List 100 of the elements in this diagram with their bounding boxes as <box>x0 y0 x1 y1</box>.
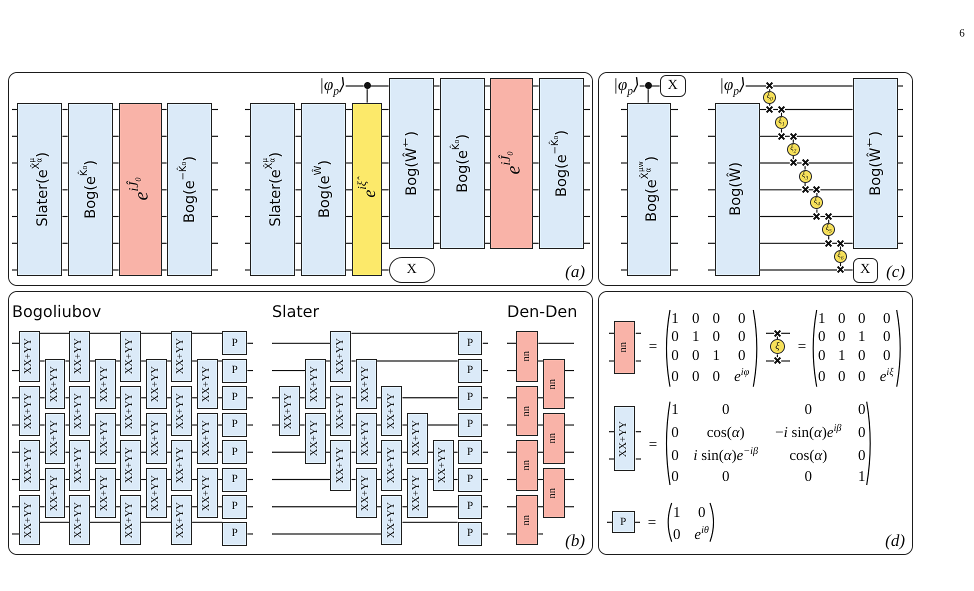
gate-box <box>278 386 300 436</box>
cross-icon <box>837 240 844 246</box>
panel-label: (c) <box>886 262 905 282</box>
gate-label: ξ$_{6}$ <box>837 250 844 262</box>
matrix-entry: 0 <box>882 328 890 346</box>
gate-label: XX+YY <box>200 474 214 512</box>
gate-label: X <box>859 261 872 279</box>
circuit-wire <box>116 506 120 508</box>
circuit-wire <box>454 452 458 453</box>
swap-link-line <box>769 104 770 106</box>
matrix-entry: 0 <box>858 424 866 442</box>
gate-label: P <box>230 444 239 460</box>
matrix-entry: 0 <box>882 310 890 328</box>
gate-box <box>95 413 116 464</box>
matrix-entry: 0 <box>818 328 826 346</box>
circuit-wire <box>428 424 458 426</box>
gate-box <box>352 102 382 276</box>
circuit-wire <box>773 85 853 87</box>
gate-box <box>17 102 62 276</box>
gate-label: XX+YY <box>149 364 162 403</box>
circuit-wire <box>218 506 222 508</box>
gate-box <box>433 440 454 491</box>
circuit-wire <box>382 189 389 190</box>
gate-label: P <box>230 526 239 542</box>
gate-label: XX+YY <box>174 337 188 376</box>
gate-box <box>171 440 192 491</box>
matrix-entry: 0 <box>671 328 679 346</box>
circuit-wire <box>141 452 146 453</box>
circuit-wire <box>141 332 172 334</box>
gate-label: XX+YY <box>149 474 162 512</box>
matrix-entry: 1 <box>818 310 826 328</box>
matrix-entry: 0 <box>712 368 720 386</box>
matrix-entry: 0 <box>672 526 680 544</box>
gate-label: Bog(Ŵ) <box>726 161 746 218</box>
gate-label: nn <box>546 378 560 390</box>
gate-box <box>222 494 247 519</box>
circuit-wire <box>62 136 68 137</box>
gate-label: XX+YY <box>22 446 36 485</box>
circuit-wire <box>346 242 352 244</box>
gate-box <box>120 440 142 491</box>
matrix-entry: 0 <box>818 368 826 386</box>
gate-box <box>614 321 636 374</box>
gate-box <box>304 358 326 410</box>
gate-box <box>171 331 192 382</box>
gate-label: XX+YY <box>334 392 347 430</box>
matrix-entry: 0 <box>738 346 746 365</box>
circuit-wire <box>112 242 119 244</box>
gate-box <box>388 78 434 249</box>
circuit-wire <box>40 397 45 398</box>
circuit-wire <box>65 506 69 508</box>
gate-label: XX+YY <box>48 474 61 512</box>
gate-box <box>19 331 40 382</box>
circuit-wire <box>760 242 826 244</box>
matrix-entry: 1 <box>858 468 866 486</box>
circuit-wire <box>484 189 490 190</box>
gate-box <box>171 494 192 546</box>
circuit-wire <box>785 108 853 110</box>
circuit-wire <box>532 242 539 244</box>
gate-box <box>166 102 212 276</box>
circuit-wire <box>434 189 440 190</box>
gate-box <box>146 358 168 410</box>
circuit-wire <box>326 452 330 453</box>
circuit-wire <box>90 452 96 453</box>
circuit-wire <box>351 332 458 334</box>
circuit-wire <box>351 397 356 398</box>
circuit-wire <box>112 136 119 137</box>
phase-circle <box>770 339 785 354</box>
gate-label: ξ$_{3}$ <box>802 170 808 182</box>
gate-box <box>407 413 428 464</box>
gate-box <box>19 386 40 436</box>
matrix-entry: cos(α) <box>706 424 745 442</box>
gate-label: P <box>466 526 474 542</box>
matrix-entry: 0 <box>738 310 746 328</box>
circuit-wire <box>192 452 198 453</box>
gate-label: P <box>230 499 239 514</box>
gate-label: XX+YY <box>98 474 112 512</box>
gate-box <box>440 78 485 249</box>
gate-box <box>490 78 533 249</box>
gate-label: XX+YY <box>358 419 372 458</box>
swap-link-line <box>828 220 830 224</box>
matrix-entry: 0 <box>712 328 720 346</box>
circuit-wire <box>796 136 853 137</box>
cross-icon <box>778 106 785 113</box>
circuit-wire <box>808 189 814 190</box>
gate-label: XX+YY <box>48 419 61 458</box>
gate-label: nn <box>520 350 533 363</box>
matrix-entry: 0 <box>858 447 866 465</box>
panel <box>598 291 913 555</box>
circuit-wire <box>844 242 853 244</box>
circuit-wire <box>376 506 382 508</box>
page-number: 6 <box>959 27 965 41</box>
matrix-entry: 0 <box>692 310 700 328</box>
gate-box <box>381 386 402 436</box>
gate-box <box>146 468 168 518</box>
gate-box <box>120 331 142 382</box>
gate-box <box>516 494 538 546</box>
matrix-entry: 0 <box>671 468 679 486</box>
gate-label: X <box>406 260 418 278</box>
circuit-wire <box>532 136 539 137</box>
circuit-wire <box>218 397 222 398</box>
